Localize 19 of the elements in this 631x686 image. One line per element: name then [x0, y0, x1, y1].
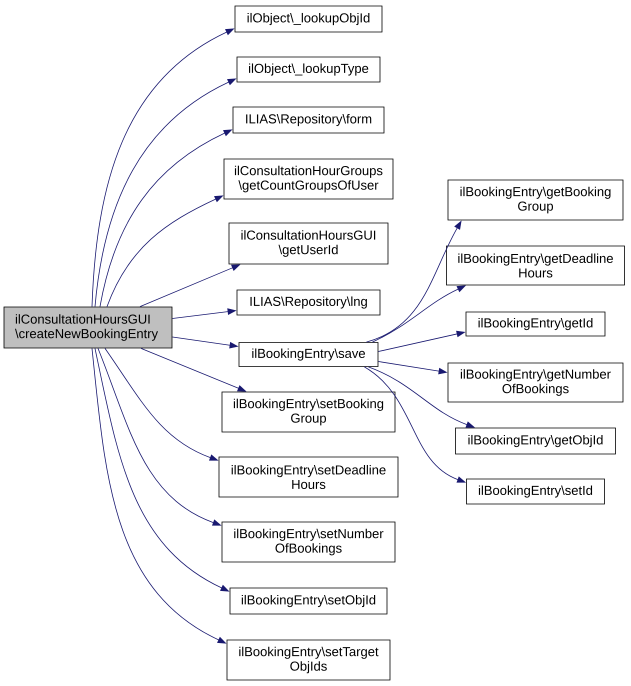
function-box: ilBookingEntry\setNumber OfBookings — [222, 522, 396, 562]
function-box: ilBookingEntry\getBooking Group — [448, 180, 624, 220]
function-box: ilBookingEntry\getId — [466, 312, 606, 336]
function-box: ilBookingEntry\setBooking Group — [222, 392, 396, 432]
function-box: ILIAS\Repository\form — [232, 106, 384, 134]
function-box: ilBookingEntry\save — [238, 342, 378, 367]
function-box: ilBookingEntry\setTarget ObjIds — [226, 640, 390, 680]
function-box: ilBookingEntry\getObjId — [455, 428, 616, 454]
function-box: ilConsultationHoursGUI \getUserId — [228, 222, 388, 264]
function-box: ilBookingEntry\setObjId — [230, 588, 388, 614]
function-box: ilConsultationHoursGUI \createNewBookingEntry — [4, 306, 172, 348]
function-box: ilBookingEntry\getNumber OfBookings — [448, 362, 624, 402]
function-box: ilBookingEntry\setId — [466, 478, 605, 504]
function-box: ILIAS\Repository\lng — [236, 290, 380, 316]
function-box: ilObject\_lookupObjId — [234, 6, 382, 32]
function-box: ilBookingEntry\getDeadline Hours — [446, 246, 625, 286]
function-box: ilBookingEntry\setDeadline Hours — [218, 456, 398, 498]
function-box: ilObject\_lookupType — [236, 56, 380, 82]
function-box: ilConsultationHourGroups \getCountGroupsOfUser — [224, 158, 394, 200]
